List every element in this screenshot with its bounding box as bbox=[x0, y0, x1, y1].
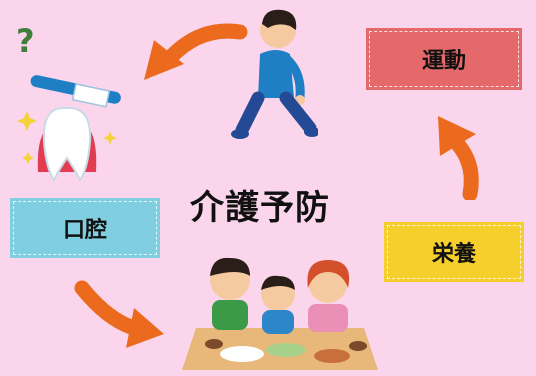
question-mark: ? bbox=[16, 22, 35, 60]
oral-label: 口腔 bbox=[10, 198, 160, 258]
family-meal-icon bbox=[182, 257, 378, 370]
toothbrush-tooth-icon bbox=[17, 75, 121, 182]
running-man-icon bbox=[231, 9, 318, 139]
exercise-label: 運動 bbox=[366, 28, 522, 90]
nutrition-label: 栄養 bbox=[384, 222, 524, 282]
arrow-icon bbox=[74, 280, 164, 348]
diagram-title: 介護予防 bbox=[190, 188, 330, 228]
arrow-icon bbox=[144, 23, 248, 80]
arrow-icon bbox=[438, 116, 479, 200]
